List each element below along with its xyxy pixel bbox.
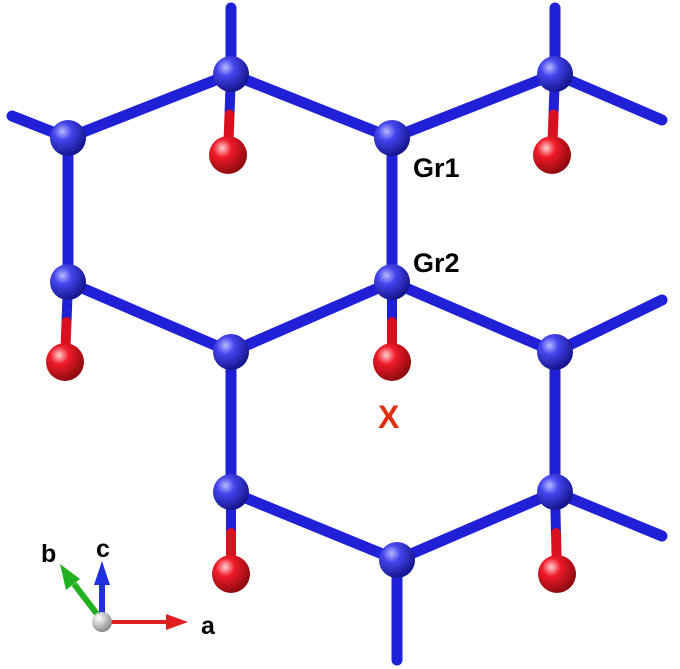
axis-origin bbox=[92, 612, 112, 632]
x-atom bbox=[538, 555, 576, 593]
b-axis-label: b bbox=[41, 540, 56, 568]
gr1-label: Gr1 bbox=[413, 153, 460, 183]
x-site-label: X bbox=[378, 399, 400, 435]
carbon-bond bbox=[62, 68, 237, 144]
carbon-bond bbox=[225, 486, 403, 566]
a-axis-label: a bbox=[201, 612, 216, 640]
x-atom bbox=[212, 555, 250, 593]
carbon-atom bbox=[50, 120, 86, 156]
carbon-bond bbox=[386, 276, 561, 358]
a-axis-arrowhead bbox=[166, 614, 188, 630]
carbon-atom bbox=[213, 334, 249, 370]
carbon-bond bbox=[225, 68, 398, 144]
carbon-atom bbox=[374, 120, 410, 156]
x-atom bbox=[373, 343, 411, 381]
carbon-atom bbox=[213, 56, 249, 92]
axis-indicator: a b c bbox=[41, 535, 216, 640]
carbon-bond bbox=[549, 68, 668, 126]
carbon-bond bbox=[549, 294, 668, 358]
carbon-atom bbox=[50, 264, 86, 300]
carbon-atom bbox=[379, 542, 415, 578]
gr2-label: Gr2 bbox=[413, 248, 460, 278]
x-atom bbox=[533, 136, 571, 174]
carbon-atom bbox=[213, 474, 249, 510]
carbon-bond bbox=[549, 486, 668, 542]
carbon-bond bbox=[391, 486, 561, 566]
c-axis-label: c bbox=[96, 535, 110, 563]
x-atom bbox=[209, 136, 247, 174]
carbon-bond bbox=[225, 276, 398, 358]
x-atom bbox=[46, 343, 84, 381]
carbon-atom bbox=[537, 334, 573, 370]
carbon-bond bbox=[386, 68, 561, 144]
carbon-atom bbox=[374, 264, 410, 300]
b-axis-arrow bbox=[71, 582, 103, 620]
b-axis-arrowhead bbox=[60, 564, 80, 590]
carbon-bond bbox=[62, 276, 237, 358]
carbon-atoms bbox=[50, 56, 573, 578]
x-atoms bbox=[46, 136, 576, 593]
c-axis-arrowhead bbox=[94, 561, 110, 585]
carbon-bonds bbox=[6, 2, 668, 666]
carbon-atom bbox=[537, 56, 573, 92]
carbon-atom bbox=[537, 474, 573, 510]
